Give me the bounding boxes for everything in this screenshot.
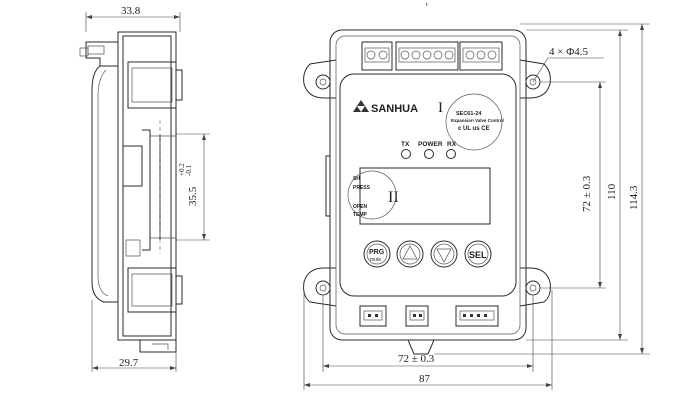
- led-label-power: POWER: [418, 141, 443, 148]
- side-label-press: PRESS: [353, 185, 371, 191]
- down-button[interactable]: [430, 240, 458, 268]
- led-label-rx: RX: [447, 141, 457, 148]
- roman-numeral-2: II: [388, 189, 399, 206]
- holes-spec-label: 4 × Φ4.5: [549, 46, 588, 58]
- hole-pitch-horizontal-label: 72 ± 0.3: [398, 353, 435, 365]
- din-tol-upper-label: +0.2: [178, 163, 186, 176]
- down-arrow-icon: [436, 248, 452, 263]
- brand-name: SANHUA: [371, 103, 418, 115]
- brand-logo: [353, 100, 369, 112]
- up-button[interactable]: [396, 240, 424, 268]
- side-label-sh: SH: [353, 176, 360, 182]
- led-tx: [401, 149, 411, 159]
- height-total-label: 110: [606, 183, 618, 200]
- din-rail-height-label: 35.5: [187, 186, 199, 206]
- width-total-label: 87: [419, 373, 431, 385]
- mount-hole-tl: [315, 74, 331, 90]
- sel-button-label: SEL: [469, 250, 487, 260]
- side-label-temp: TEMP: [353, 212, 368, 218]
- side-label-open: OPEN: [353, 204, 368, 210]
- dimensions: 4 × Φ4.5 72 ± 0.3 110 114.3 72 ± 0.3: [303, 23, 650, 390]
- model-line-2: Expansion Valve Control: [451, 118, 504, 123]
- up-arrow-icon: [402, 245, 418, 260]
- model-label-callout: [445, 93, 503, 151]
- sel-button[interactable]: SEL: [464, 240, 492, 268]
- side-view: 33.8 35.5 +0.2: [79, 5, 210, 372]
- prg-button-label: PRG: [369, 249, 385, 256]
- small-tick-mark: r: [426, 2, 428, 8]
- top-terminal-blocks: [361, 41, 503, 71]
- led-label-tx: TX: [401, 141, 410, 148]
- mount-hole-bl: [315, 280, 331, 296]
- side-depth-bottom-label: 29.7: [119, 357, 139, 369]
- led-rx: [446, 149, 456, 159]
- front-view: SANHUA I SEC61-24 Expansion Valve Contro…: [303, 2, 551, 355]
- side-width-top-label: 33.8: [121, 5, 141, 17]
- roman-numeral-1: I: [438, 100, 443, 116]
- prg-button[interactable]: PRG mute: [363, 240, 391, 268]
- hole-pitch-vertical-label: 72 ± 0.3: [581, 175, 593, 212]
- mount-hole-br: [525, 280, 541, 296]
- lcd-display: [359, 167, 491, 225]
- din-tol-lower-label: -0.1: [185, 164, 193, 176]
- side-labels-callout: [347, 170, 397, 220]
- model-line-1: SEC61-24: [456, 111, 482, 117]
- led-power: [424, 149, 434, 159]
- bottom-connectors: [359, 305, 499, 327]
- height-overall-label: 114.3: [628, 185, 640, 210]
- cert-marks: c UL us CE: [458, 126, 490, 132]
- prg-button-sublabel: mute: [370, 257, 381, 263]
